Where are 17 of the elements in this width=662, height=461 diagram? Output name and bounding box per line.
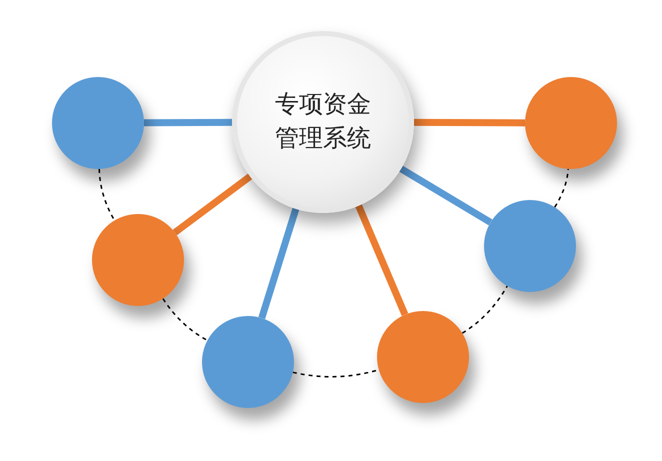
- dashed-connector: [462, 286, 508, 334]
- hub-title: 专项资金管理系统: [274, 89, 372, 154]
- connector-line: [399, 166, 492, 226]
- dashed-connector: [98, 168, 116, 221]
- connector-line: [172, 174, 252, 236]
- dashed-connector: [162, 298, 208, 342]
- connector-line: [144, 118, 232, 126]
- satellite-circle: [202, 316, 294, 408]
- connector-line: [414, 118, 526, 126]
- connector-line: [355, 204, 408, 316]
- dashed-connector: [554, 168, 569, 208]
- satellite-circle: [377, 311, 469, 403]
- satellite-circle: [52, 77, 144, 169]
- satellite-circle: [484, 200, 576, 292]
- satellite-circle: [525, 77, 617, 169]
- satellite-circle: [92, 214, 184, 306]
- connector-line: [258, 208, 300, 320]
